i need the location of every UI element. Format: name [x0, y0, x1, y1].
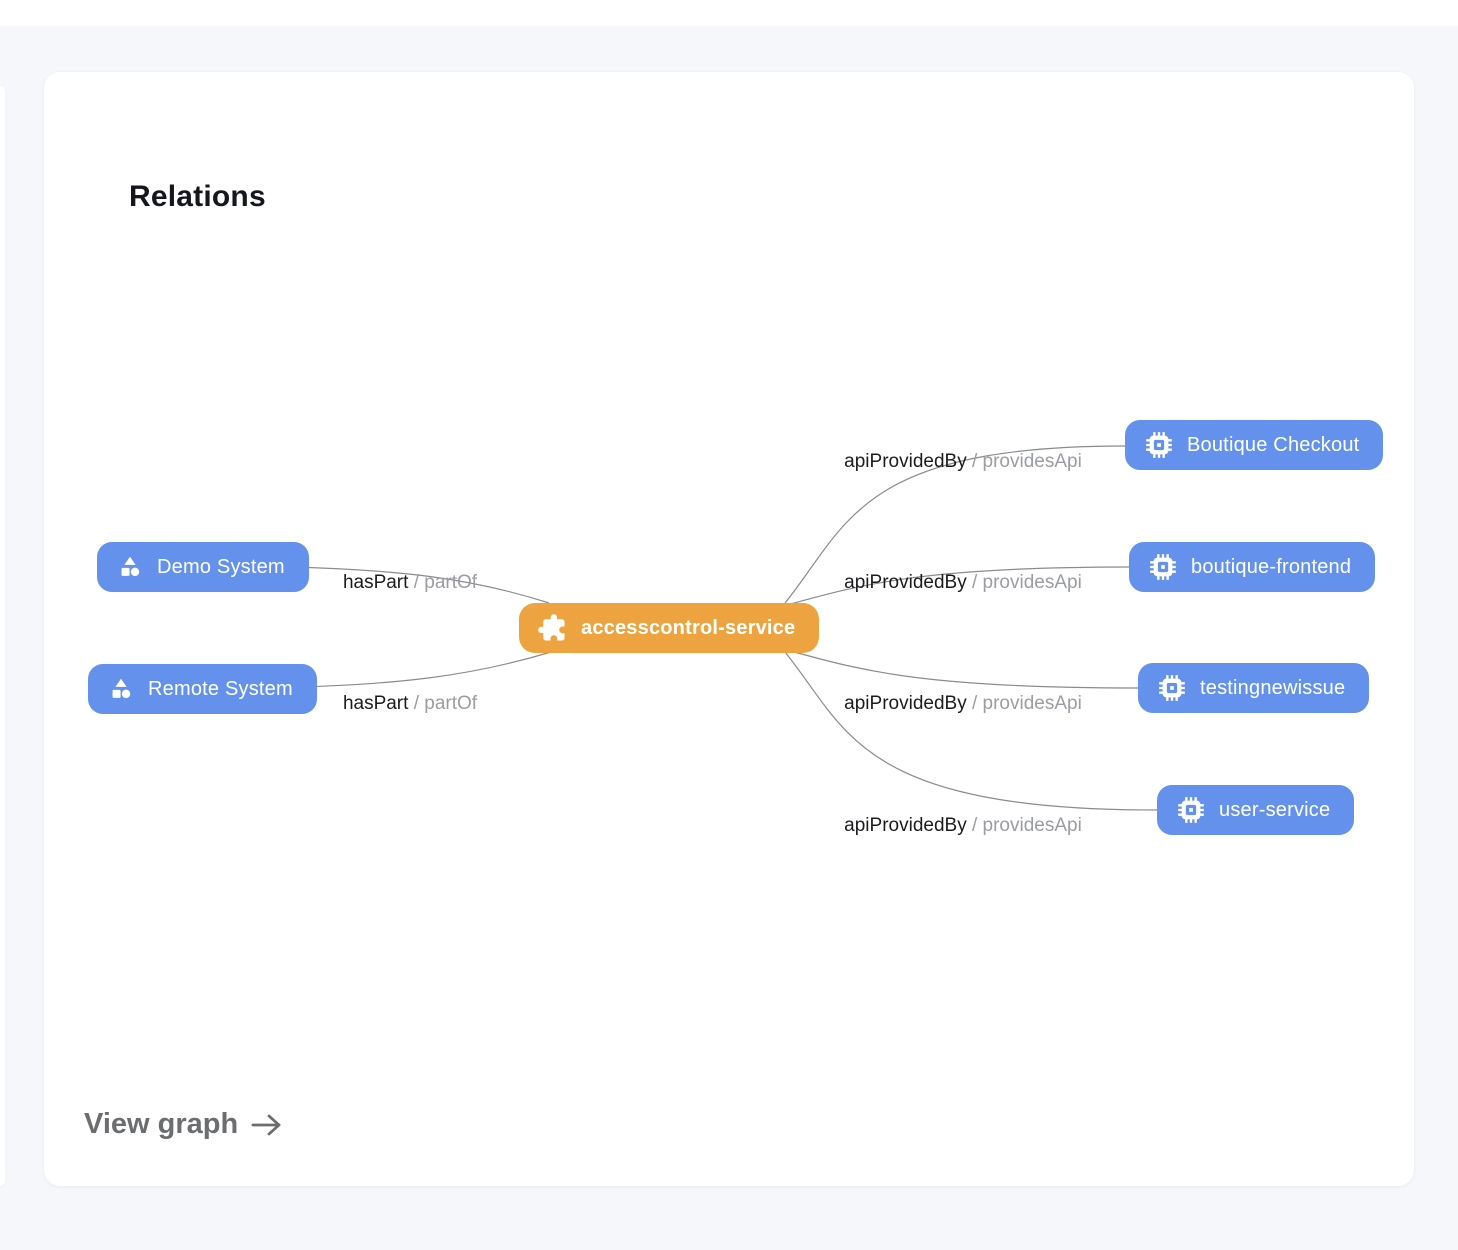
- puzzle-icon: [537, 613, 567, 643]
- node-label: testingnewissue: [1200, 676, 1346, 699]
- node-testingnewissue[interactable]: testingnewissue: [1138, 663, 1370, 713]
- node-label: Remote System: [148, 677, 293, 700]
- card-title: Relations: [129, 180, 266, 213]
- node-boutique-checkout[interactable]: Boutique Checkout: [1125, 420, 1384, 470]
- system-icon: [108, 676, 134, 702]
- edge-label-apiprovidedby-2: apiProvidedBy / providesApi: [844, 572, 1082, 593]
- chip-icon: [1158, 674, 1186, 702]
- node-label: Demo System: [157, 555, 285, 578]
- left-card-edge: [0, 86, 5, 1186]
- node-label: accesscontrol-service: [581, 616, 796, 639]
- node-label: user-service: [1219, 798, 1331, 821]
- node-boutique-frontend[interactable]: boutique-frontend: [1129, 542, 1376, 592]
- edge-label-apiprovidedby-4: apiProvidedBy / providesApi: [844, 815, 1082, 836]
- chip-icon: [1149, 553, 1177, 581]
- edge-label-haspart-2: hasPart / partOf: [342, 693, 478, 714]
- system-icon: [117, 554, 143, 580]
- edge-label-haspart-1: hasPart / partOf: [342, 572, 478, 593]
- node-demo-system[interactable]: Demo System: [97, 542, 309, 592]
- node-label: boutique-frontend: [1191, 555, 1352, 578]
- view-graph-link[interactable]: View graph: [84, 1108, 284, 1141]
- chip-icon: [1177, 796, 1205, 824]
- node-label: Boutique Checkout: [1187, 433, 1360, 456]
- edge-label-apiprovidedby-1: apiProvidedBy / providesApi: [844, 451, 1082, 472]
- node-accesscontrol-service[interactable]: accesscontrol-service: [519, 603, 820, 653]
- top-strip: [0, 0, 1458, 26]
- edge-label-apiprovidedby-3: apiProvidedBy / providesApi: [844, 693, 1082, 714]
- view-graph-label: View graph: [84, 1108, 239, 1140]
- node-user-service[interactable]: user-service: [1157, 785, 1355, 835]
- arrow-right-icon: [250, 1112, 284, 1138]
- chip-icon: [1145, 431, 1173, 459]
- node-remote-system[interactable]: Remote System: [88, 664, 317, 714]
